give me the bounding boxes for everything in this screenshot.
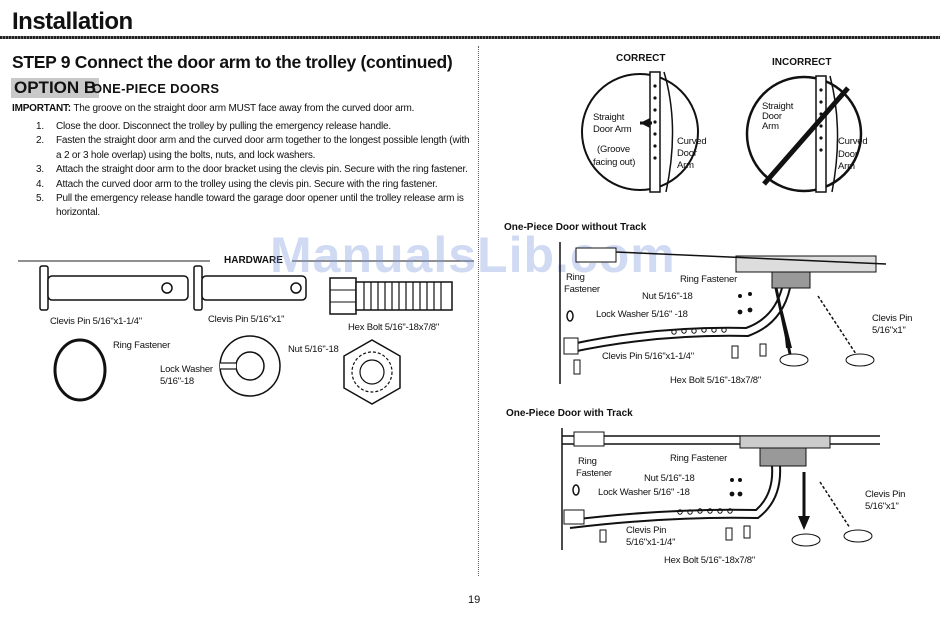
correct-title: CORRECT [616, 53, 666, 64]
with-track-ring-label-1: Ring [578, 456, 597, 467]
no-track-title: One-Piece Door without Track [504, 222, 647, 233]
nut-label: Nut 5/16"-18 [288, 344, 339, 355]
correct-groove-label-1: (Groove [597, 144, 630, 155]
step-text: Fasten the straight door arm and the cur… [56, 135, 470, 161]
no-track-ring-right-label: Ring Fastener [680, 274, 738, 285]
column-divider [478, 46, 479, 576]
incorrect-curved-label-2: Door [838, 149, 858, 160]
lock-washer-icon [219, 335, 281, 397]
with-track-nut-label: Nut 5/16"-18 [644, 473, 695, 484]
clevis-pin-short-icon [193, 265, 307, 311]
with-track-title: One-Piece Door with Track [506, 408, 633, 419]
step-title: STEP 9 Connect the door arm to the troll… [12, 52, 453, 72]
step-number: 3. [36, 164, 44, 176]
list-item: 5. Pull the emergency release handle towa… [36, 192, 476, 221]
step-text: Attach the straight door arm to the door… [56, 164, 468, 176]
correct-curved-label-3: Arm [677, 160, 694, 171]
page-number: 19 [468, 594, 481, 606]
hardware-title: HARDWARE [224, 255, 283, 266]
list-item: 2. Fasten the straight door arm and the c… [36, 134, 476, 163]
important-text: The groove on the straight door arm MUST… [73, 103, 415, 114]
no-track-clevis-left-label: Clevis Pin 5/16"x1-1/4" [602, 351, 694, 362]
title-rule [0, 36, 940, 39]
hex-bolt-label: Hex Bolt 5/16"-18x7/8" [348, 322, 440, 333]
steps-list: 1. Close the door. Disconnect the trolley… [36, 120, 476, 221]
with-track-ring-label-2: Fastener [576, 468, 612, 479]
with-track-ring-right-label: Ring Fastener [670, 453, 728, 464]
step-text: Close the door. Disconnect the trolley b… [56, 121, 391, 132]
correct-straight-label-2: Door Arm [593, 124, 632, 135]
clevis-pin-long-icon [39, 265, 189, 311]
with-track-diagram [561, 428, 880, 550]
incorrect-diagram [745, 75, 863, 193]
list-item: 1. Close the door. Disconnect the trolley… [36, 120, 476, 134]
correct-straight-label-1: Straight [593, 112, 625, 123]
with-track-clevis-left-label-1: Clevis Pin [626, 525, 667, 536]
list-item: 4. Attach the curved door arm to the trol… [36, 178, 476, 192]
page-title: Installation [12, 8, 133, 35]
no-track-clevis-right-label-1: Clevis Pin [872, 313, 913, 324]
no-track-clevis-right-label-2: 5/16"x1" [872, 325, 906, 336]
correct-diagram [581, 71, 699, 193]
correct-groove-label-2: facing out) [593, 157, 636, 168]
step-number: 2. [36, 135, 44, 147]
incorrect-straight-label-3: Arm [762, 121, 779, 132]
lock-washer-label-2: 5/16"-18 [160, 376, 194, 387]
hex-nut-icon [343, 339, 401, 405]
clevis-pin-short-label: Clevis Pin 5/16"x1" [208, 314, 285, 325]
incorrect-title: INCORRECT [772, 57, 832, 68]
with-track-clevis-right-label-2: 5/16"x1" [865, 501, 899, 512]
step-text: Attach the curved door arm to the trolle… [56, 178, 438, 190]
with-track-lock-washer-label: Lock Washer 5/16" -18 [598, 487, 690, 498]
important-label: IMPORTANT: [12, 103, 71, 114]
no-track-hex-bolt-label: Hex Bolt 5/16"-18x7/8" [670, 375, 762, 386]
no-track-nut-label: Nut 5/16"-18 [642, 291, 693, 302]
hardware-header-lines [18, 260, 474, 262]
no-track-lock-washer-label: Lock Washer 5/16" -18 [596, 309, 688, 320]
option-tag: OPTION B [11, 78, 100, 98]
step-number: 5. [36, 193, 44, 205]
important-note: IMPORTANT: The groove on the straight do… [12, 103, 467, 114]
incorrect-straight-label-2: Door [762, 111, 782, 122]
correct-curved-label-2: Door [677, 148, 697, 159]
correct-curved-label-1: Curved [677, 136, 707, 147]
no-track-ring-label-2: Fastener [564, 284, 600, 295]
ring-fastener-icon [53, 338, 107, 402]
hex-bolt-icon [329, 277, 453, 315]
step-number: 1. [36, 121, 44, 132]
step-text: Pull the emergency release handle toward… [56, 193, 464, 219]
no-track-diagram [559, 242, 887, 384]
lock-washer-label-1: Lock Washer [160, 364, 213, 375]
with-track-clevis-right-label-1: Clevis Pin [865, 489, 906, 500]
with-track-hex-bolt-label: Hex Bolt 5/16"-18x7/8" [664, 555, 756, 566]
incorrect-curved-label-1: Curved [838, 136, 868, 147]
with-track-clevis-left-label-2: 5/16"x1-1/4" [626, 537, 676, 548]
no-track-ring-label-1: Ring [566, 272, 585, 283]
ring-fastener-label: Ring Fastener [113, 340, 171, 351]
step-number: 4. [36, 178, 44, 190]
incorrect-straight-label-1: Straight [762, 101, 794, 112]
clevis-pin-long-label: Clevis Pin 5/16"x1-1/4" [50, 316, 142, 327]
option-subtitle: ONE-PIECE DOORS [92, 81, 220, 96]
list-item: 3. Attach the straight door arm to the do… [36, 163, 476, 177]
incorrect-curved-label-3: Arm [838, 161, 855, 172]
